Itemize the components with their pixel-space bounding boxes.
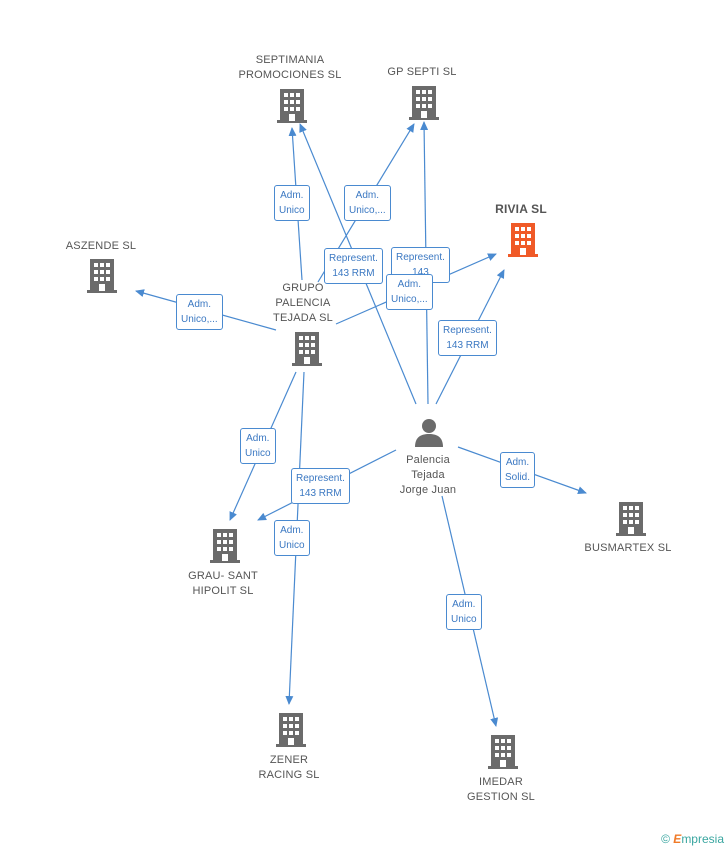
edge-label-person-imedar[interactable]: Adm. Unico [446,594,482,630]
edge-label-person-busmartex[interactable]: Adm. Solid. [500,452,536,488]
edge-label-grupo-zener[interactable]: Adm. Unico [274,520,310,556]
node-zener-label[interactable]: ZENER RACING SL [258,754,320,781]
edge-label-person-rivia[interactable]: Represent. 143 RRM [438,320,497,356]
edge-label-grupo-septimania[interactable]: Adm. Unico [274,185,310,221]
edge-label-person-grau[interactable]: Represent. 143 RRM [291,468,350,504]
edge-label-grupo-grau[interactable]: Adm. Unico [240,428,276,464]
person-icon[interactable] [414,417,444,447]
node-septimania-label[interactable]: SEPTIMANIA PROMOCIONES SL [238,54,342,81]
node-person-label[interactable]: Palencia Tejada Jorge Juan [399,454,457,496]
building-icon[interactable] [210,529,240,563]
edge-label-person-septimania[interactable]: Represent. 143 RRM [324,248,383,284]
building-icon[interactable] [276,713,306,747]
building-icon[interactable] [277,89,307,123]
building-icon[interactable] [616,502,646,536]
brand-initial: E [673,832,682,846]
building-icon[interactable] [292,332,322,366]
edge-label-grupo-gpsepti[interactable]: Adm. Unico,... [344,185,391,221]
brand-logo: © Empresia [661,832,724,846]
node-aszende-label[interactable]: ASZENDE SL [65,240,137,252]
building-icon[interactable] [409,86,439,120]
node-imedar-label[interactable]: IMEDAR GESTION SL [466,776,536,803]
building-icon[interactable] [488,735,518,769]
node-rivia-label[interactable]: RIVIA SL [495,202,547,216]
copyright-symbol: © [661,832,670,846]
edge-label-grupo-rivia[interactable]: Adm. Unico,... [386,274,433,310]
node-grau-label[interactable]: GRAU- SANT HIPOLIT SL [188,570,258,597]
node-grupo-label[interactable]: GRUPO PALENCIA TEJADA SL [273,282,333,324]
building-icon-focus[interactable] [508,223,538,257]
brand-name: mpresia [681,832,724,846]
building-icon[interactable] [87,259,117,293]
edge-label-grupo-aszende[interactable]: Adm. Unico,... [176,294,223,330]
node-busmartex-label[interactable]: BUSMARTEX SL [584,542,672,554]
node-gpsepti-label[interactable]: GP SEPTI SL [387,66,457,78]
